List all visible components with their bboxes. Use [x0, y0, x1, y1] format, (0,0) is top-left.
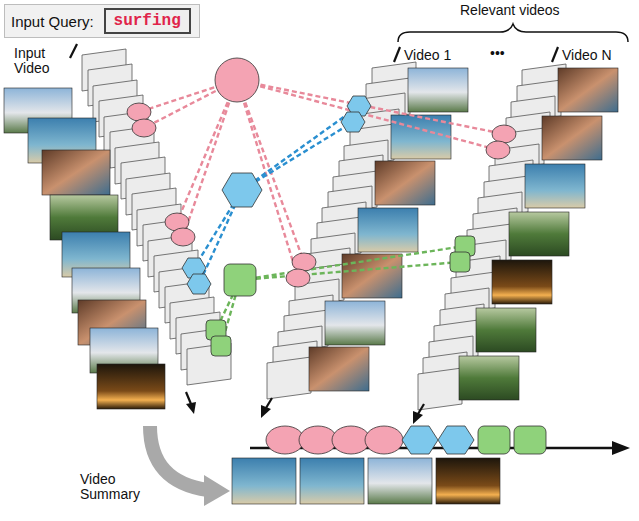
pink-marker: [292, 253, 316, 271]
pink-marker: [132, 119, 156, 137]
video-frame-photo: [97, 364, 165, 409]
pink-marker: [266, 426, 304, 454]
pink-marker: [365, 426, 403, 454]
concept-square: [224, 264, 256, 296]
video-label: Video N: [562, 48, 612, 63]
timeline-head: [612, 441, 630, 455]
summary-photos: [232, 458, 500, 504]
column-label: Input Video: [14, 46, 66, 75]
video-frame-photo: [542, 116, 602, 160]
frame: [418, 368, 462, 410]
video-frame-photo: [492, 260, 552, 304]
tick-mark: [394, 47, 400, 62]
video-frame-photo: [509, 212, 569, 256]
summary-arrow-head: [204, 475, 230, 506]
arrow-shaft: [186, 392, 191, 404]
dashed-line: [237, 80, 504, 134]
down-arrows: [186, 392, 424, 424]
blue-marker: [402, 426, 438, 454]
green-marker: [211, 336, 231, 356]
summary-frame-photo: [300, 458, 364, 504]
arrow-head: [413, 411, 423, 424]
video-frame-photo: [42, 150, 110, 195]
dashed-line: [237, 80, 498, 150]
tick-mark: [552, 47, 558, 62]
group-label: Relevant videos: [460, 3, 560, 18]
video-frame-photo: [342, 254, 402, 298]
summary-arrow: [150, 426, 208, 490]
blue-marker: [438, 426, 474, 454]
node-text: Input Query:: [11, 13, 94, 30]
summary-frame-photo: [232, 458, 296, 504]
arrow-head: [261, 405, 271, 418]
dashed-line: [240, 246, 465, 280]
blue-marker: [341, 112, 365, 132]
tick-mark: [70, 44, 77, 58]
video-frame-photo: [408, 68, 468, 112]
video-label: Video 1: [404, 48, 451, 63]
video-frame-photo: [325, 301, 385, 345]
concept-circle: [215, 58, 259, 102]
pink-marker: [127, 103, 151, 121]
ellipsis: •••: [490, 46, 505, 61]
dashed-line: [242, 122, 353, 190]
blue-marker: [187, 274, 211, 294]
video-frame-photo: [358, 208, 418, 252]
summary-frame-photo: [368, 458, 432, 504]
pink-marker: [286, 269, 310, 287]
node-text: surfing: [114, 12, 181, 30]
arrow-shaft: [266, 398, 272, 408]
pink-marker: [486, 141, 510, 159]
frame-markers: [127, 96, 516, 356]
dashed-line: [242, 106, 359, 190]
frame: [267, 357, 311, 399]
green-marker: [478, 426, 510, 454]
brace: [398, 24, 628, 42]
dashed-line: [240, 262, 460, 280]
video-frame-photo: [375, 161, 435, 205]
query-box: Input Query: surfing: [4, 4, 200, 38]
summary-frame-photo: [436, 458, 500, 504]
arrow-head: [186, 402, 196, 414]
pink-marker: [332, 426, 370, 454]
video-frame-photo: [476, 308, 536, 352]
video-frame-photo: [525, 164, 585, 208]
query-term-box: surfing: [104, 8, 191, 34]
video-photos: [459, 68, 618, 400]
summary-label: Video Summary: [80, 472, 146, 501]
video-photos: [4, 88, 165, 409]
video-frame-photo: [558, 68, 618, 112]
video-frame-photo: [309, 347, 369, 391]
arrow-shaft: [418, 404, 424, 414]
concept-hexagon: [222, 173, 262, 207]
video-frame-photo: [459, 356, 519, 400]
pink-marker: [171, 228, 195, 246]
summary-markers: [266, 426, 546, 454]
pink-marker: [299, 426, 337, 454]
green-marker: [450, 252, 470, 272]
association-lines: [139, 80, 504, 346]
pink-marker: [492, 125, 516, 143]
green-marker: [514, 426, 546, 454]
ticks: [70, 44, 558, 62]
